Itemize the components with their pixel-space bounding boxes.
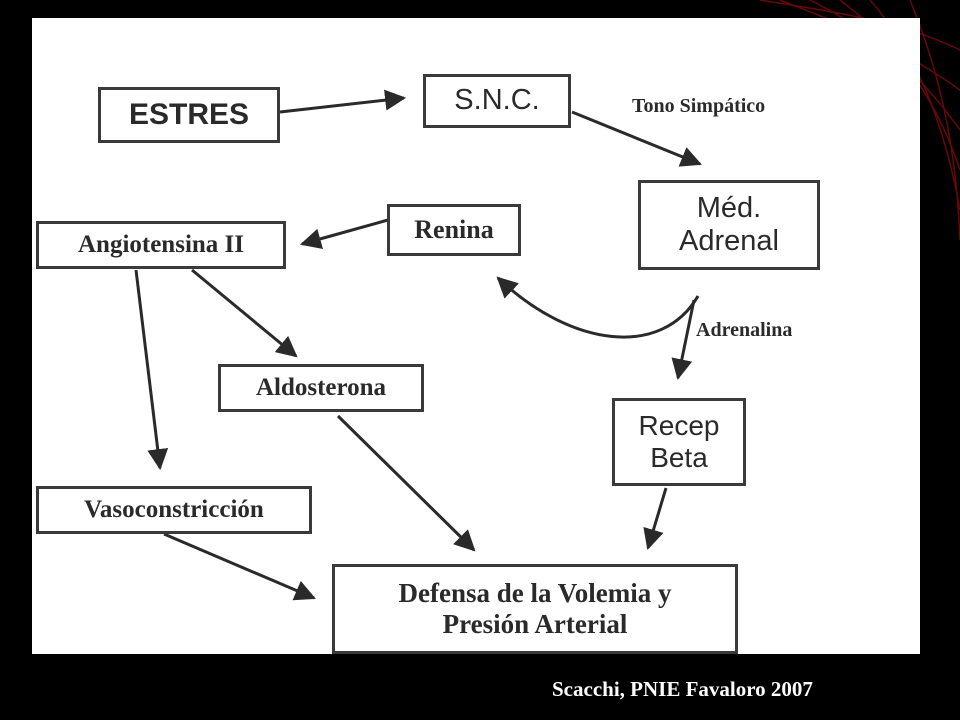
node-recep-beta-line1: Recep: [638, 409, 720, 441]
node-aldosterona: Aldosterona: [218, 364, 424, 412]
arrow-renina-angiotensina: [299, 218, 389, 250]
node-estres: ESTRES: [98, 87, 280, 143]
edge-label-adrenalina: Adrenalina: [696, 319, 793, 341]
node-aldosterona-label: Aldosterona: [255, 373, 387, 401]
node-snc-label: S.N.C.: [454, 84, 540, 117]
node-defensa-line1: Defensa de la Volemia y: [398, 577, 672, 608]
node-angiotensina: Angiotensina II: [36, 221, 286, 269]
arrow-angiotensina-aldosterona: [191, 268, 298, 358]
node-angiotensina-label: Angiotensina II: [77, 230, 244, 258]
node-med-adrenal-line1: Méd.: [696, 191, 762, 224]
node-defensa: Defensa de la Volemia y Presión Arterial: [332, 564, 738, 654]
node-med-adrenal-line2: Adrenal: [679, 225, 779, 257]
node-snc: S.N.C.: [423, 74, 571, 128]
arrow-vasoconstriccion-defensa: [163, 532, 316, 601]
node-recep-beta-line2: Beta: [650, 442, 708, 473]
diagram-arrows: [134, 89, 702, 601]
node-renina: Renina: [387, 204, 521, 256]
arrow-adrenalina-renina: [496, 276, 700, 339]
node-estres-label: ESTRES: [128, 97, 250, 131]
arrow-angiotensina-vasoconstriccion: [134, 269, 169, 471]
arrow-estres-snc: [279, 89, 407, 114]
arrow-snc-medadrenal: [571, 110, 702, 167]
node-defensa-line2: Presión Arterial: [442, 609, 628, 639]
node-med-adrenal: Méd. Adrenal: [638, 180, 820, 270]
arrow-aldosterona-defensa: [336, 414, 476, 552]
diagram-panel: ESTRES S.N.C. Tono Simpático Méd. Adrena…: [32, 18, 920, 654]
arrow-medadrenal-recep: [671, 299, 696, 381]
node-recep-beta: Recep Beta: [612, 398, 746, 486]
node-vasoconstriccion-label: Vasoconstricción: [84, 495, 264, 523]
node-vasoconstriccion: Vasoconstricción: [36, 486, 312, 534]
node-renina-label: Renina: [414, 215, 494, 245]
arrow-recep-defensa: [643, 487, 668, 551]
credit-caption: Scacchi, PNIE Favaloro 2007: [552, 677, 813, 701]
edge-label-tono-simpatico: Tono Simpático: [632, 95, 766, 117]
